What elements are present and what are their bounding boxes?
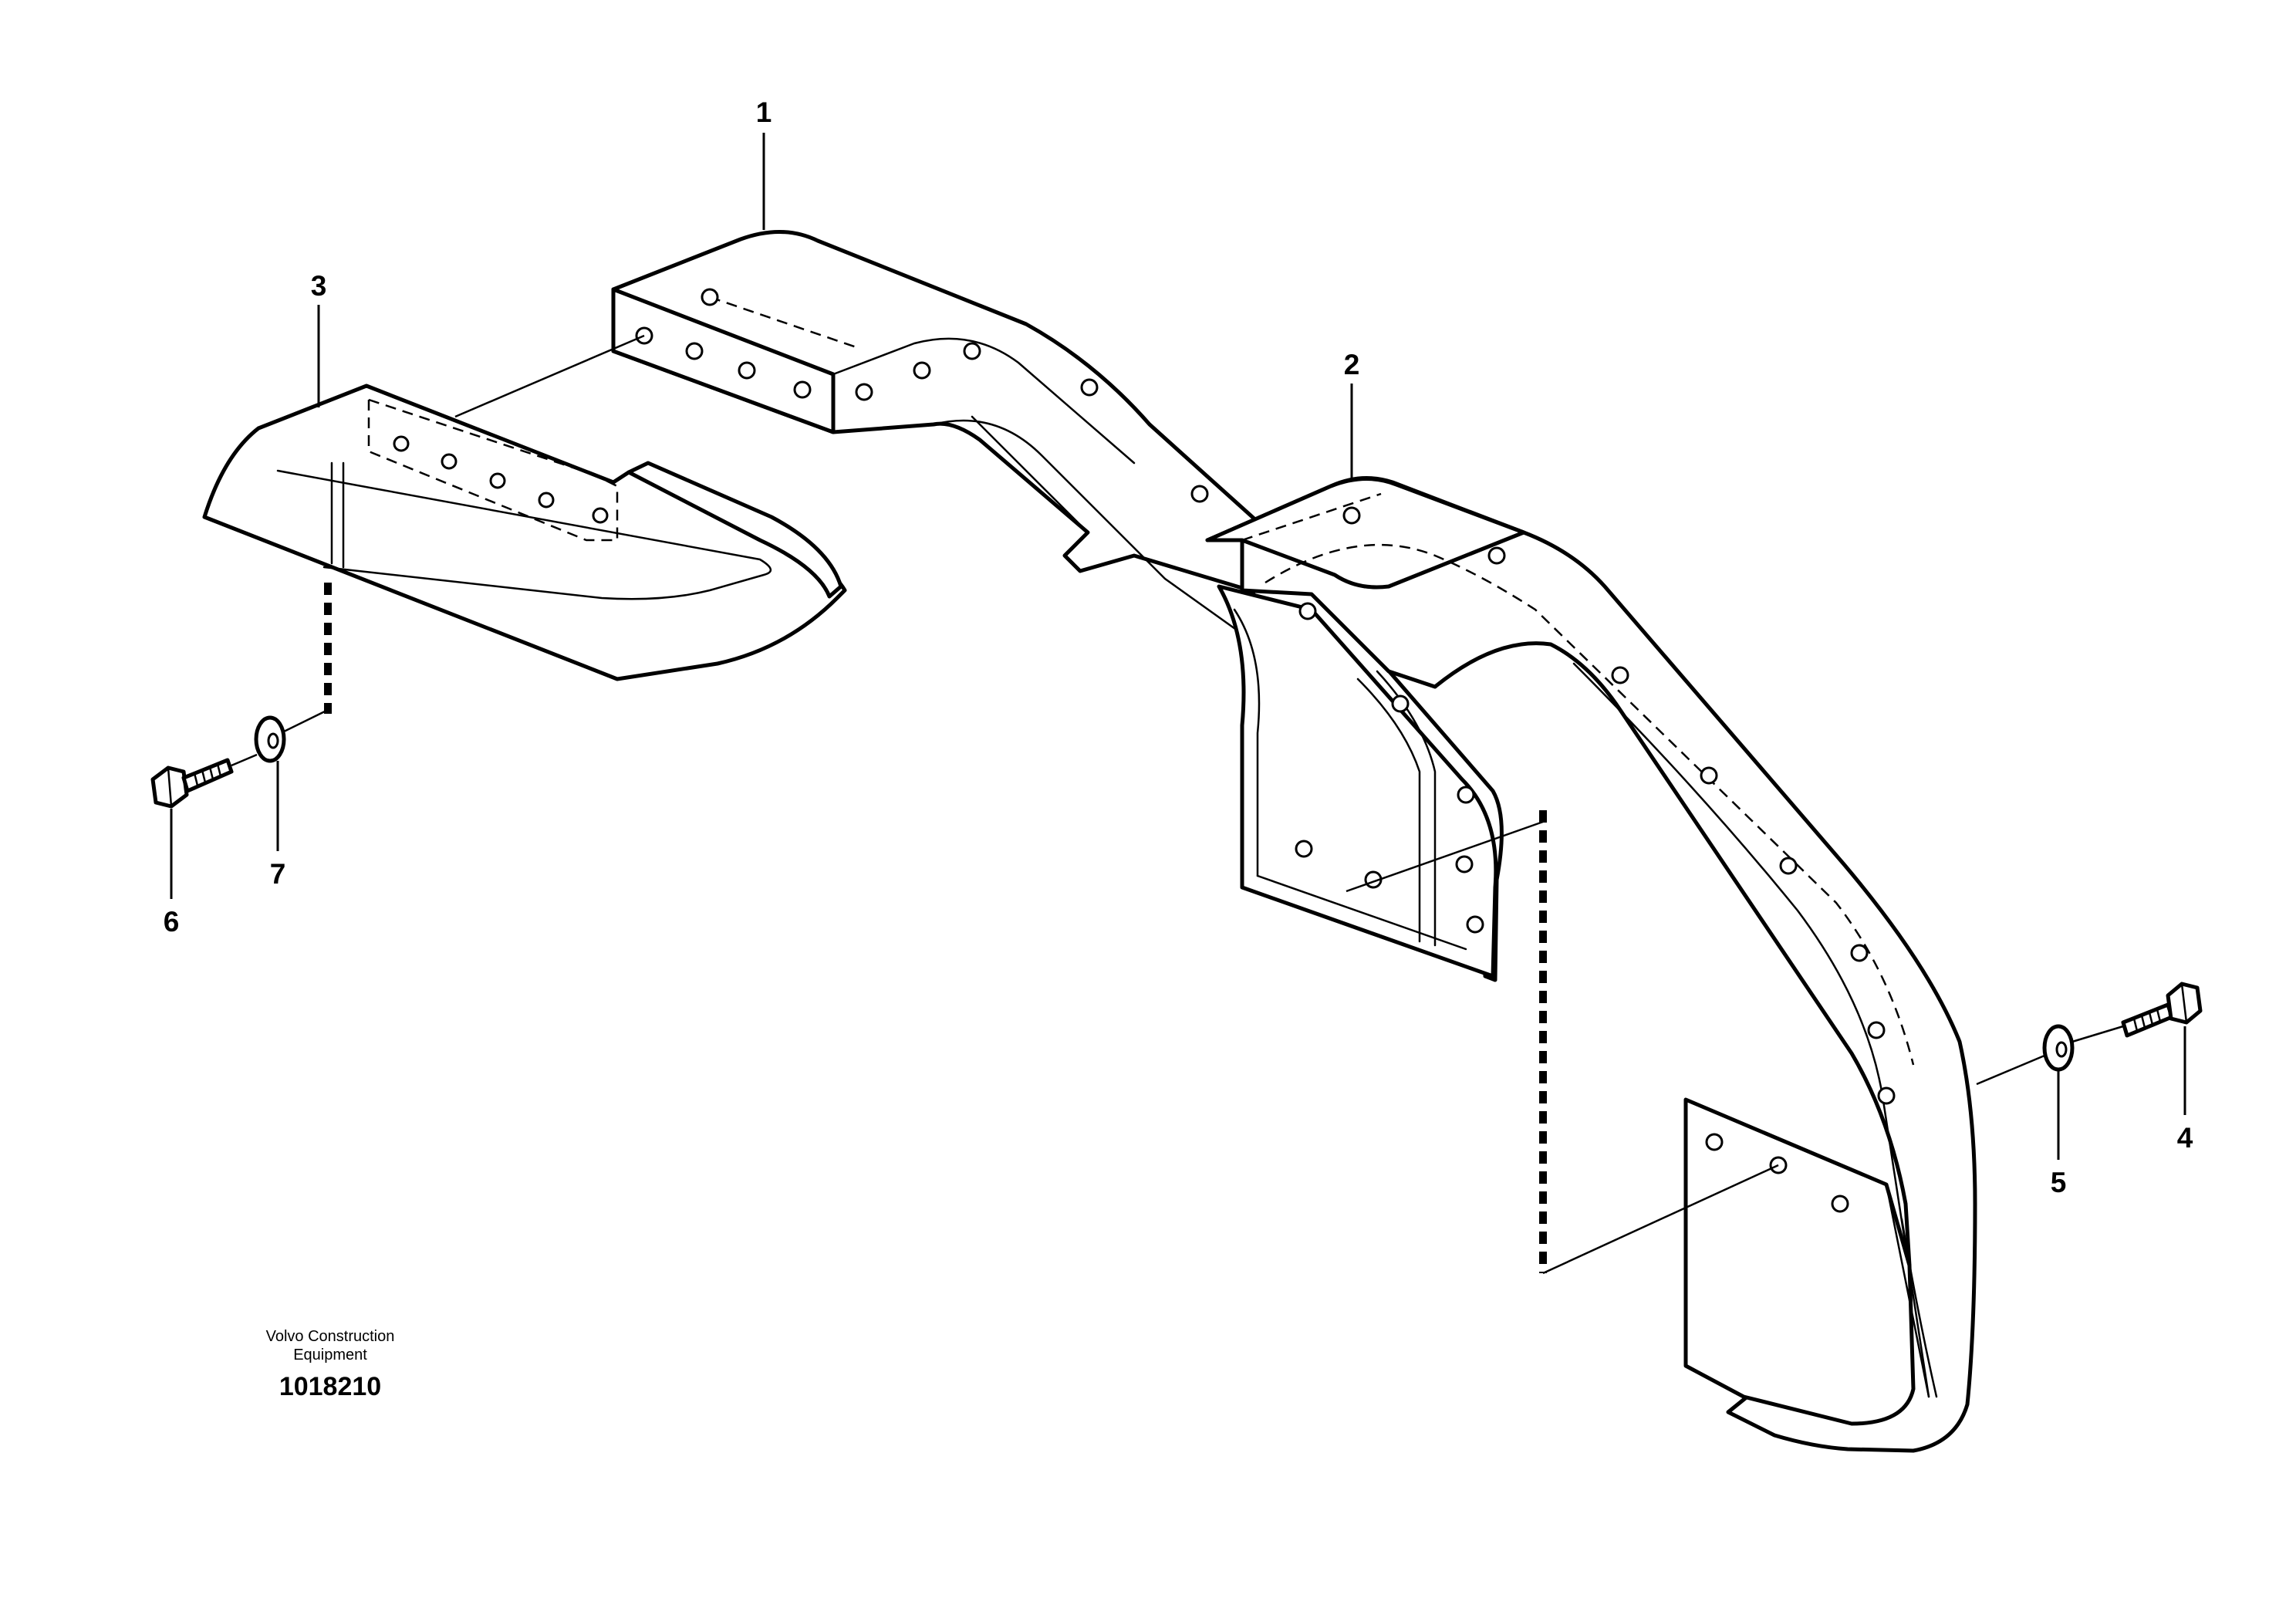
company-name-line2: Equipment	[293, 1347, 367, 1363]
assembly-guide-lines	[324, 334, 1779, 1275]
washer-5-icon	[2042, 1024, 2075, 1072]
callout-6: 6	[164, 906, 180, 938]
callout-1: 1	[756, 96, 772, 128]
bolt-6-icon	[150, 758, 234, 809]
part-3-front-fender	[202, 384, 847, 681]
company-name-line1: Volvo Construction	[266, 1328, 395, 1345]
bolt-4-icon	[2121, 982, 2203, 1038]
drawing-number: 1018210	[279, 1372, 381, 1401]
callout-4: 4	[2177, 1122, 2193, 1154]
part-1-center-frame	[611, 229, 1504, 982]
callout-leaders	[170, 133, 2186, 1160]
callout-7: 7	[270, 858, 286, 890]
callout-2: 2	[1344, 349, 1360, 380]
callout-labels: 1 2 3 4 5 6 7	[164, 96, 2193, 1198]
fastener-set-left	[150, 708, 329, 809]
fastener-set-right	[1976, 982, 2203, 1086]
drawing-footer: Volvo Construction Equipment 1018210	[266, 1328, 395, 1401]
callout-3: 3	[311, 270, 327, 302]
washer-7-icon	[254, 715, 286, 763]
part-2-rear-fender	[1205, 476, 1977, 1453]
callout-5: 5	[2051, 1167, 2067, 1198]
